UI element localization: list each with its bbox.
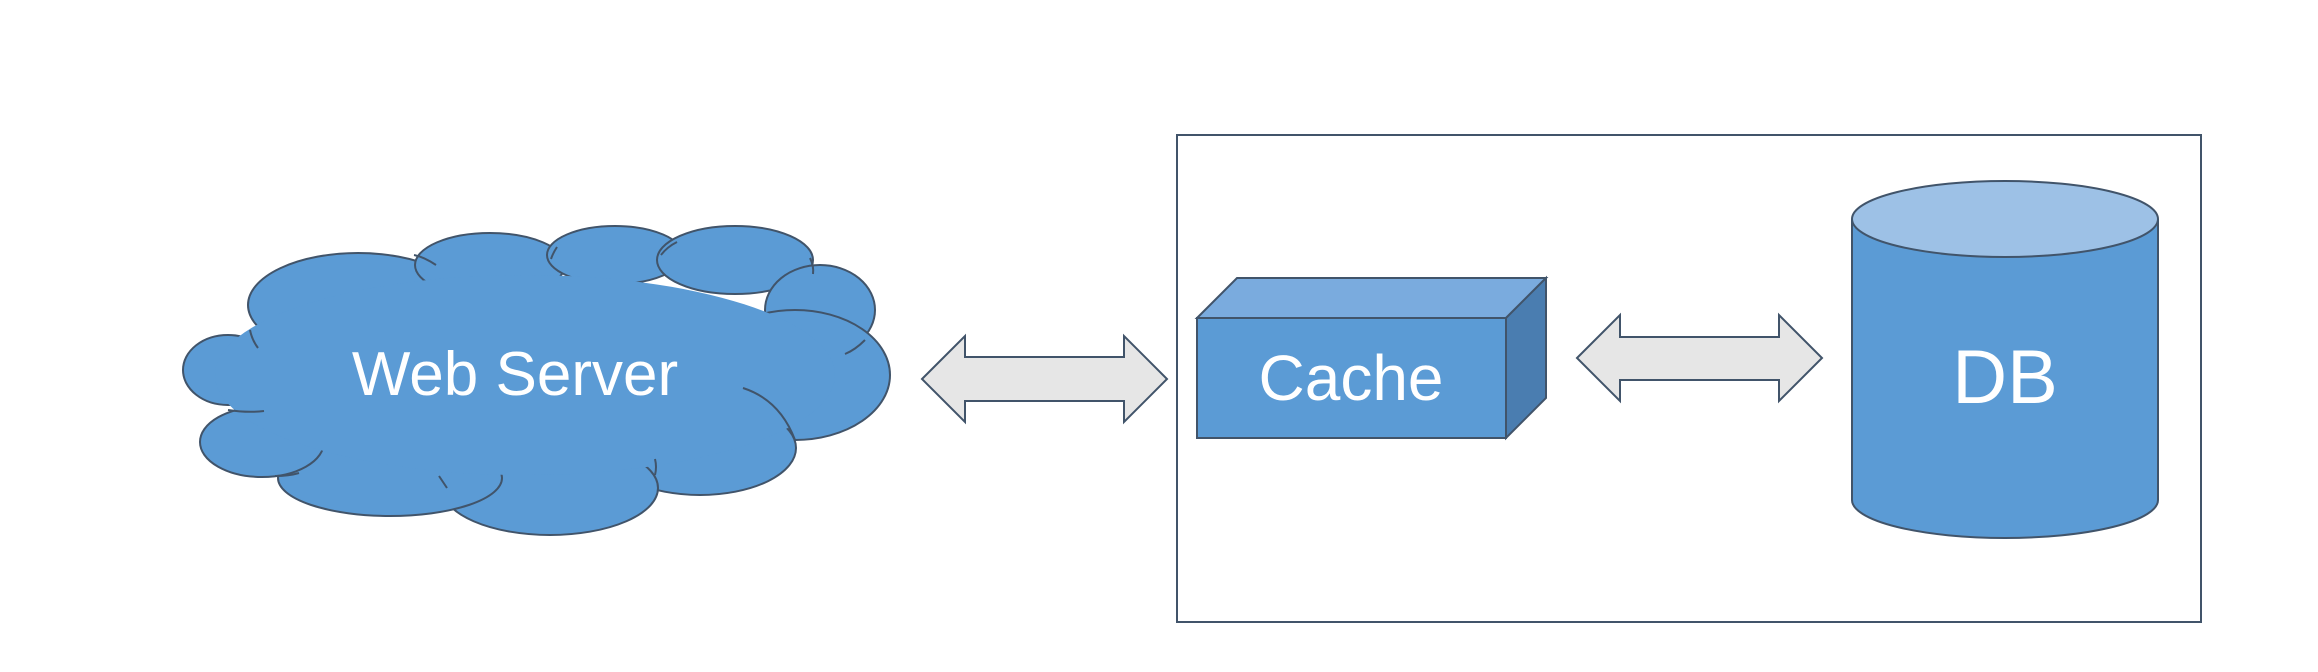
cache-label: Cache — [1259, 342, 1444, 414]
web-server-cloud-shape — [182, 225, 891, 536]
cache-cube-shape — [1194, 275, 1549, 441]
db-node: DB — [1851, 180, 2159, 539]
web-server-label: Web Server — [352, 340, 678, 409]
db-label: DB — [1952, 335, 2058, 420]
webserver-cache-arrow — [920, 333, 1169, 425]
cache-node: Cache — [1194, 275, 1549, 441]
web-server-cloud-creases — [227, 241, 866, 489]
cache-db-arrow — [1575, 312, 1824, 404]
db-cylinder-shape — [1851, 180, 2159, 539]
web-server-node: Web Server — [182, 225, 891, 536]
cache-db-group-box — [1176, 134, 2202, 623]
